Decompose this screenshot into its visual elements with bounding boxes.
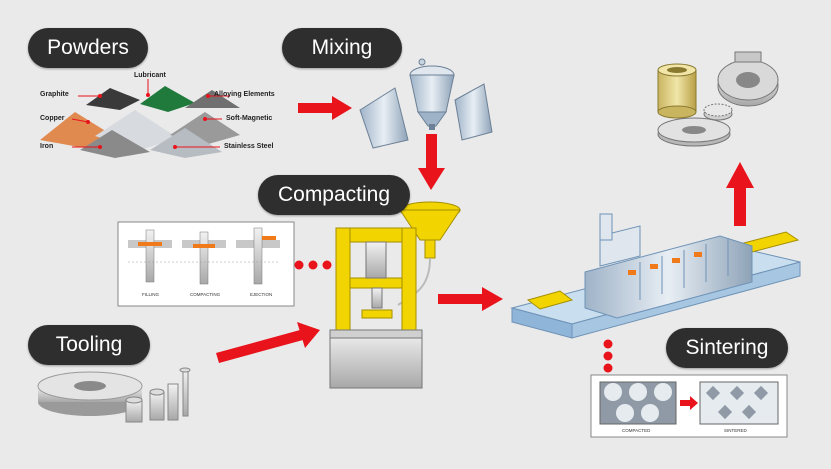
stainless-pile bbox=[150, 128, 222, 158]
powder-label-copper: Copper bbox=[40, 115, 65, 122]
tooling-parts bbox=[37, 367, 191, 423]
powder-label-alloying: Alloying Elements bbox=[214, 91, 275, 98]
powder-label-soft-magnetic: Soft-Magnetic bbox=[226, 115, 273, 122]
compacting-step-compacting: COMPACTING bbox=[190, 292, 221, 297]
sintering-detail-panel bbox=[590, 374, 788, 438]
arrow-furnace-to-parts bbox=[726, 162, 754, 226]
graphite-pile bbox=[86, 88, 140, 110]
stage-label-compacting: Compacting bbox=[258, 175, 410, 215]
stage-label-tooling: Tooling bbox=[28, 325, 150, 365]
lubricant-pile bbox=[140, 86, 195, 112]
flow-arrows bbox=[216, 96, 754, 373]
powder-piles bbox=[40, 79, 240, 158]
sintering-caption-compacted: COMPACTED bbox=[622, 428, 651, 433]
iron-pile bbox=[80, 130, 150, 158]
powder-label-lubricant: Lubricant bbox=[134, 72, 166, 79]
arrow-mixing-to-compacting bbox=[418, 134, 445, 190]
alloying-pile bbox=[185, 90, 240, 108]
powder-label-stainless: Stainless Steel bbox=[224, 143, 274, 150]
copper-pile bbox=[40, 112, 112, 148]
sintering-caption-sintered: SINTERED bbox=[724, 428, 747, 433]
arrow-tooling-to-press bbox=[216, 322, 320, 363]
sintering-furnace bbox=[510, 213, 801, 339]
arrow-press-to-furnace bbox=[438, 287, 503, 311]
compacting-step-ejection: EJECTION bbox=[250, 292, 273, 297]
stage-label-powders: Powders bbox=[28, 28, 148, 68]
compacting-step-filling: FILLING bbox=[142, 292, 160, 297]
compaction-press bbox=[329, 201, 461, 389]
powder-label-graphite: Graphite bbox=[40, 91, 69, 98]
compacting-steps-panel bbox=[117, 221, 295, 307]
finished-parts bbox=[657, 51, 779, 147]
powder-label-iron: Iron bbox=[40, 143, 54, 150]
arrow-powders-to-mixing bbox=[298, 96, 352, 120]
mixer-machine bbox=[359, 58, 493, 149]
stage-label-sintering: Sintering bbox=[666, 328, 788, 368]
stage-label-mixing: Mixing bbox=[282, 28, 402, 68]
